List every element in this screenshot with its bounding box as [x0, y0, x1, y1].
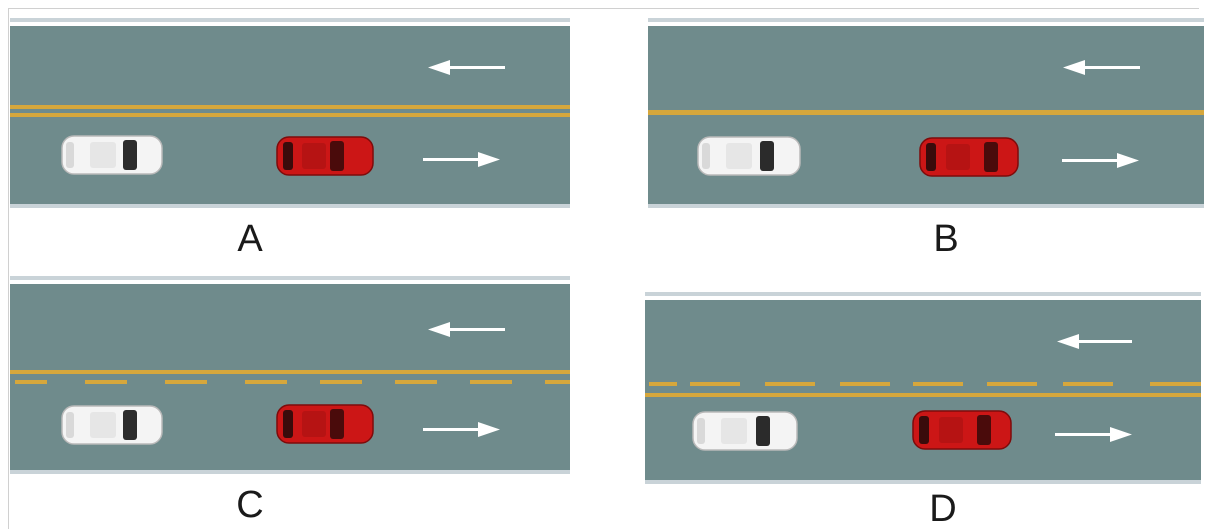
red-car-icon [277, 405, 373, 443]
asphalt [645, 300, 1201, 480]
center-line-solid [645, 393, 1201, 397]
top-edge-line [10, 276, 570, 280]
panel-c: C [10, 276, 570, 474]
white-car-icon [62, 136, 162, 174]
center-line-solid [10, 370, 570, 374]
road-a [10, 18, 570, 208]
panel-label: D [645, 490, 1205, 528]
bottom-edge-line [10, 204, 570, 208]
center-line-solid-2 [10, 113, 570, 117]
top-edge-line [645, 292, 1201, 296]
panel-b: B [648, 18, 1204, 208]
center-line-solid-1 [10, 105, 570, 109]
panel-label: C [10, 486, 490, 524]
white-car-icon [62, 406, 162, 444]
panel-label: A [10, 220, 490, 258]
red-car-icon [920, 138, 1018, 176]
panel-d: D [645, 292, 1201, 484]
panel-a: A [10, 18, 570, 208]
bottom-edge-line [10, 470, 570, 474]
bottom-edge-line [648, 204, 1204, 208]
red-car-icon [913, 411, 1011, 449]
center-line-solid [648, 110, 1204, 115]
road-d [645, 292, 1201, 484]
road-c [10, 276, 570, 474]
red-car-icon [277, 137, 373, 175]
top-edge-line [648, 18, 1204, 22]
road-b [648, 18, 1204, 208]
panel-label: B [648, 220, 1205, 258]
top-edge-line [10, 18, 570, 22]
white-car-icon [698, 137, 800, 175]
white-car-icon [693, 412, 797, 450]
bottom-edge-line [645, 480, 1201, 484]
